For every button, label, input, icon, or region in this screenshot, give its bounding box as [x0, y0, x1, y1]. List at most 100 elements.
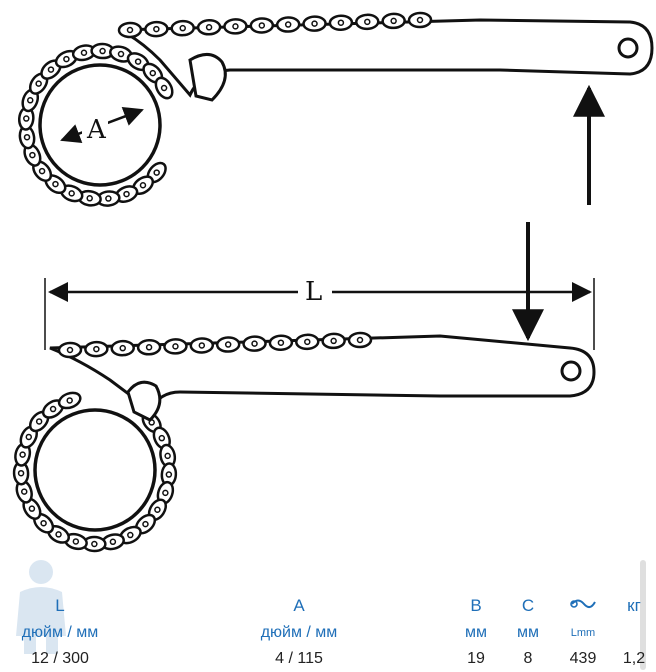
jaw-top	[188, 53, 227, 102]
chain-pin	[63, 55, 70, 63]
chain-pin	[330, 337, 337, 345]
spec-value: 1,2	[622, 650, 646, 667]
chain-pin	[117, 50, 125, 58]
chain-pin	[47, 66, 55, 73]
handle-bottom	[49, 334, 596, 413]
chain-pin	[224, 341, 232, 348]
spec-col-weight: кг 1,2	[616, 596, 652, 669]
spec-header: A	[293, 596, 305, 615]
chain-pin	[35, 418, 43, 425]
chain-pin	[52, 180, 59, 188]
spec-value: 4 / 115	[275, 650, 323, 667]
chain-pin	[154, 506, 161, 514]
chain-pin	[72, 538, 80, 545]
spec-unit	[616, 623, 652, 643]
mascot-watermark	[16, 560, 66, 654]
chain-pin	[179, 24, 186, 32]
chain-pin	[126, 26, 134, 34]
chain-pin	[149, 69, 157, 77]
spec-header: B	[470, 596, 482, 615]
chain-pin	[160, 84, 168, 92]
spec-col-a: A дюйм / мм 4 / 115	[246, 596, 352, 669]
chain-pin	[337, 19, 345, 26]
chain-wrench-diagram: A L	[12, 11, 654, 553]
chain-pin	[93, 345, 100, 353]
chain-pin	[49, 405, 57, 413]
chain-pin	[153, 169, 160, 176]
pipe-bottom	[33, 408, 157, 532]
spec-col-c: C мм 8	[508, 596, 548, 669]
spec-value: 439	[569, 650, 597, 667]
chain-pin	[38, 167, 46, 175]
chain-pin	[356, 336, 364, 344]
chain-pin	[17, 469, 25, 477]
chain-pin	[158, 434, 166, 442]
chain-pin	[172, 343, 179, 350]
hang-hole-bottom	[560, 360, 582, 382]
chain-pin	[66, 346, 74, 354]
chain-pin	[390, 17, 397, 25]
spec-unit: дюйм / мм	[21, 624, 99, 641]
chain-pin	[40, 519, 47, 527]
chain-pin	[25, 433, 33, 441]
wrench-bottom	[12, 331, 596, 553]
wrench-top: A	[17, 11, 654, 207]
chain-pin	[109, 538, 117, 546]
chain-pin	[311, 20, 318, 27]
spec-value: 8	[523, 650, 533, 667]
chain-pin	[35, 80, 42, 87]
spec-value: 12 / 300	[31, 650, 89, 667]
chain-pin	[123, 190, 130, 198]
hang-hole-top	[617, 37, 639, 59]
chain-pin	[119, 344, 126, 352]
chain-pin	[80, 49, 88, 57]
chain-pin	[232, 23, 239, 30]
chain-pin	[198, 342, 206, 349]
chain-pin	[258, 22, 266, 29]
chain-pin	[105, 195, 112, 202]
spec-value: 19	[467, 650, 485, 667]
chain-pin	[139, 181, 147, 189]
chain-pin	[29, 151, 36, 159]
chain-pin	[26, 97, 34, 104]
spec-header: C	[521, 596, 535, 615]
chain-pin	[23, 115, 30, 122]
chain-pin	[142, 520, 149, 528]
spec-header: L	[55, 596, 65, 615]
chain-pin	[20, 488, 28, 495]
chain-pin	[277, 339, 285, 346]
chain-pin	[66, 397, 73, 404]
spec-col-length: Lmm 439	[560, 596, 606, 669]
chain-pin	[23, 133, 31, 141]
spec-col-l: L дюйм / мм 12 / 300	[10, 596, 110, 669]
jaw-bottom	[126, 380, 162, 422]
chain-pin	[364, 18, 371, 26]
chain-pin	[162, 489, 169, 497]
chain-pin	[205, 24, 213, 31]
chain-pin	[91, 540, 98, 548]
dimension-l-label: L	[305, 277, 322, 307]
chain-top	[17, 11, 433, 207]
chain-pin	[68, 190, 75, 197]
spec-table: L дюйм / мм 12 / 300 A дюйм / мм 4 / 115…	[0, 596, 656, 672]
spec-unit: мм	[517, 624, 539, 641]
chain-pin	[145, 344, 153, 351]
chain-pin	[164, 452, 171, 460]
chain-pin	[127, 531, 134, 539]
chain-bottom	[12, 331, 373, 553]
spec-unit: мм	[465, 624, 487, 641]
chain-pin	[153, 25, 160, 33]
chain-pin	[28, 505, 36, 512]
chain-pin	[416, 16, 424, 24]
spec-unit: Lmm	[570, 627, 596, 639]
spec-header: кг	[627, 596, 641, 615]
chain-pin	[55, 531, 62, 538]
length-caliper-icon	[560, 596, 606, 616]
vertical-watermark	[640, 560, 646, 670]
chain-pin	[134, 58, 142, 65]
dimension-a-label: A	[86, 115, 107, 145]
chain-pin	[99, 47, 106, 55]
handle-top	[119, 18, 654, 98]
spec-col-b: B мм 19	[456, 596, 496, 669]
spec-unit: дюйм / мм	[260, 624, 338, 641]
